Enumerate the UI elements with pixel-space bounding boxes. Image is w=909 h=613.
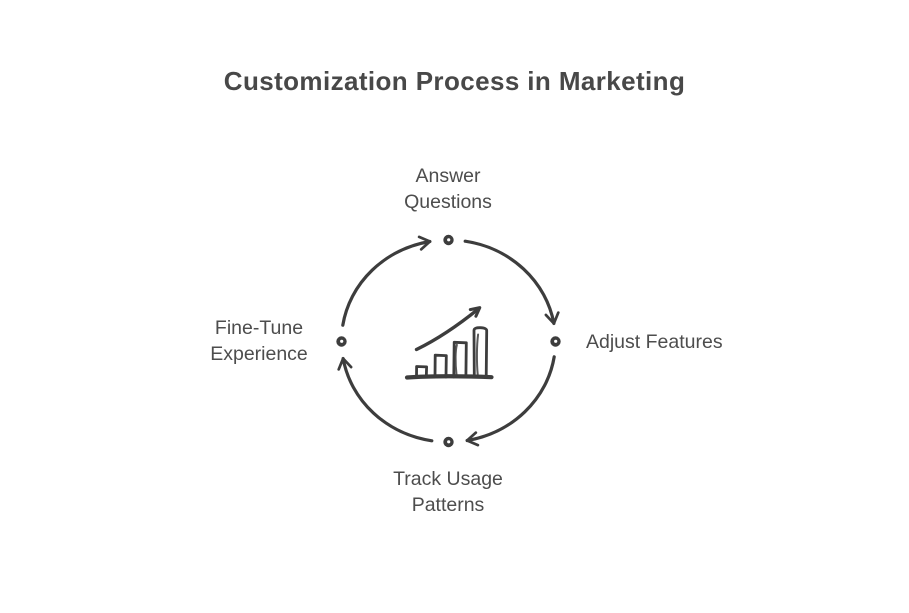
diagram-title: Customization Process in Marketing (223, 66, 686, 96)
arc-right-to-bottom (465, 355, 556, 447)
bar-chart-growth-icon (404, 306, 494, 380)
chart-bar-3-inner-stroke (454, 343, 458, 377)
chart-baseline (404, 374, 494, 380)
node-dot-right-hole (554, 339, 558, 343)
node-dot-bottom-hole (447, 440, 451, 444)
node-label-track-usage-patterns: Track Usage Patterns (393, 468, 503, 516)
chart-bar-3 (452, 340, 468, 379)
arc-left-to-top (341, 235, 432, 327)
node-label-adjust-features: Adjust Features (586, 331, 723, 353)
chart-bar-4-inner-stroke (475, 333, 480, 377)
node-label-answer-questions: Answer Questions (404, 165, 492, 213)
node-dots (336, 234, 561, 448)
node-dot-top-hole (447, 238, 451, 242)
chart-bar-2 (433, 353, 448, 379)
arc-bottom-to-left (337, 356, 434, 443)
arc-top-to-right (463, 239, 560, 326)
node-dot-left-hole (340, 339, 344, 343)
node-label-fine-tune-experience: Fine-Tune Experience (210, 317, 308, 365)
chart-bar-1 (415, 365, 428, 379)
trend-arrow-head (468, 306, 482, 318)
cycle-arcs (337, 235, 560, 447)
trend-arrow-shaft (414, 307, 481, 352)
chart-bar-4 (472, 326, 489, 379)
